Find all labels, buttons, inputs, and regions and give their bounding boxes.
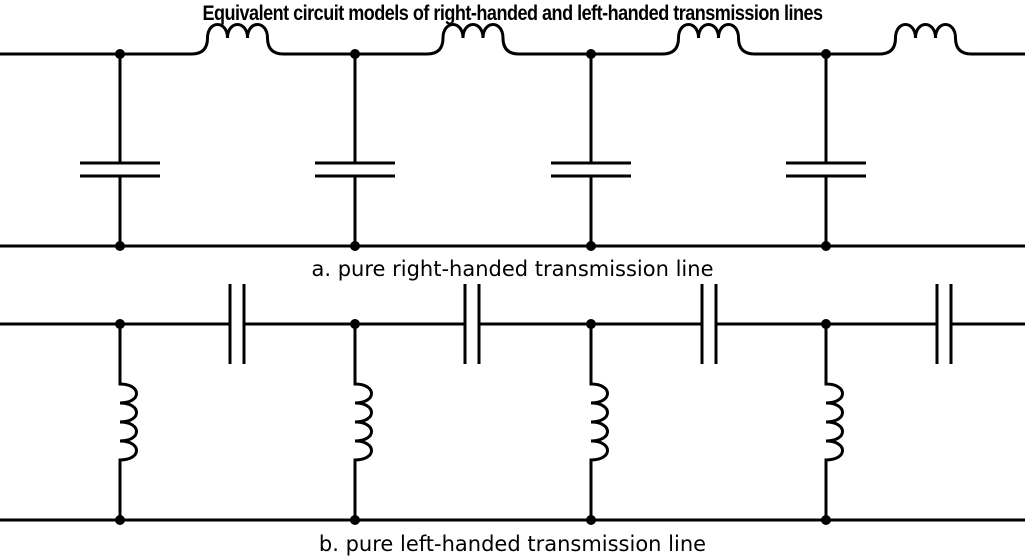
caption-right-handed: a. pure right-handed transmission line [311, 257, 714, 281]
shunt-inductor [824, 324, 844, 520]
junction-node [821, 515, 831, 525]
shunt-inductor [589, 324, 609, 520]
figure-title: Equivalent circuit models of right-hande… [202, 2, 823, 25]
junction-node [586, 49, 596, 59]
junction-node [821, 49, 831, 59]
left-handed-circuit [0, 284, 1025, 525]
junction-node [350, 49, 360, 59]
junction-node [350, 241, 360, 251]
junction-node [821, 319, 831, 329]
junction-node [115, 241, 125, 251]
junction-node [350, 319, 360, 329]
junction-node [115, 515, 125, 525]
junction-node [115, 319, 125, 329]
junction-node [350, 515, 360, 525]
caption-left-handed: b. pure left-handed transmission line [318, 532, 707, 556]
series-inductor [120, 23, 355, 56]
junction-node [115, 49, 125, 59]
shunt-inductor [353, 324, 373, 520]
junction-node [821, 241, 831, 251]
junction-node [586, 319, 596, 329]
junction-node [586, 241, 596, 251]
series-inductor [826, 23, 1025, 56]
shunt-inductor [118, 324, 138, 520]
junction-node [586, 515, 596, 525]
series-inductor [591, 23, 826, 56]
right-handed-circuit [0, 23, 1025, 251]
series-inductor [355, 23, 591, 56]
